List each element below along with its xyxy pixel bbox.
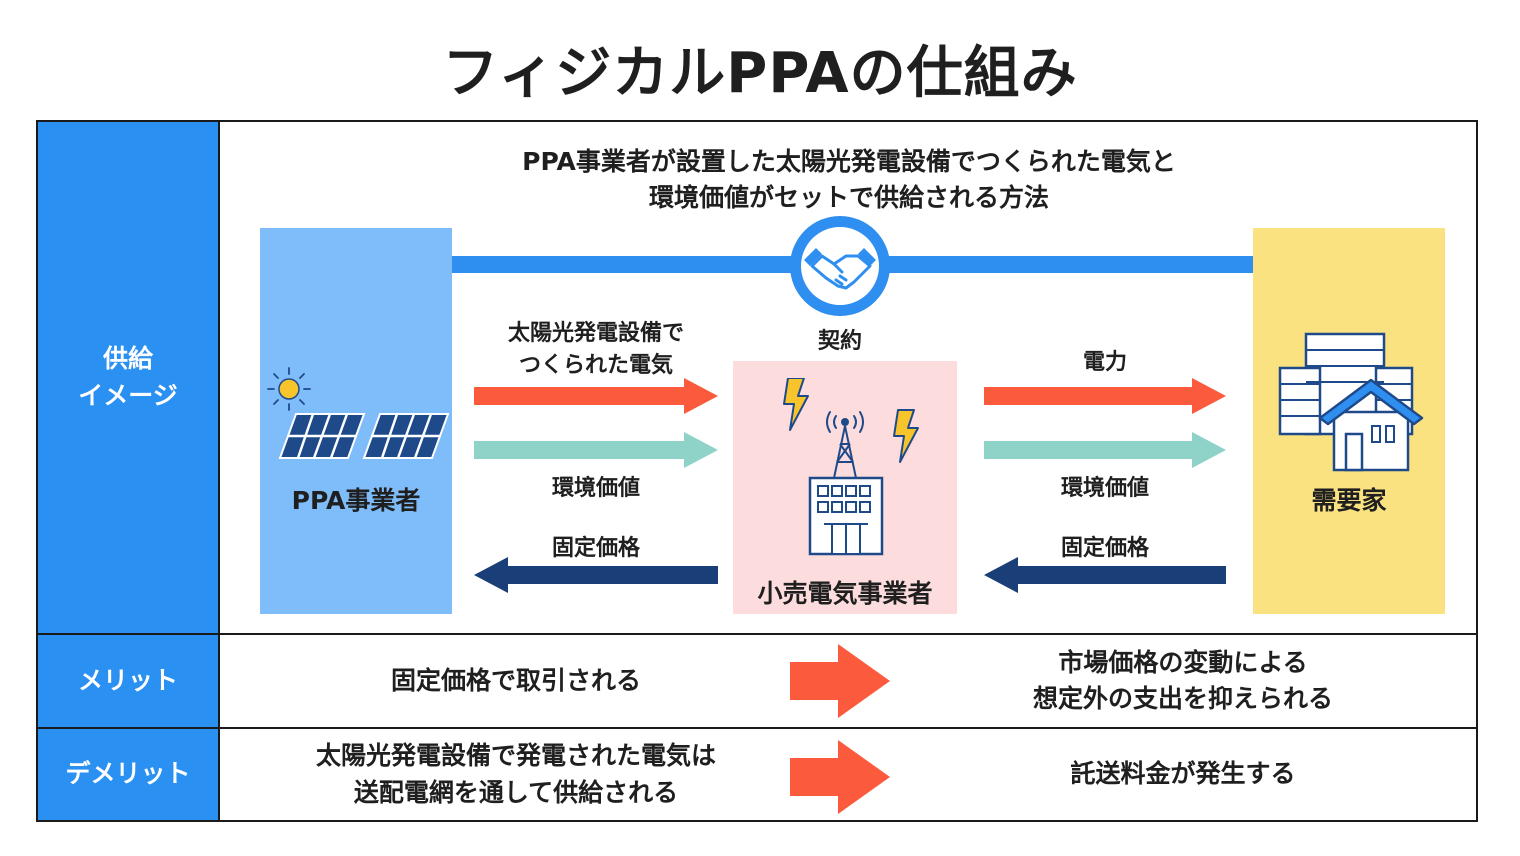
- table-frame: [36, 120, 1478, 822]
- left-env-value-label: 環境価値: [551, 476, 640, 501]
- left-electricity-label-line2: つくられた電気: [518, 352, 673, 378]
- ppa-operator-label: PPA事業者: [291, 486, 421, 515]
- left-electricity-arrow: [474, 378, 718, 414]
- merit-effect: 市場価格の変動による 想定外の支出を抑えられる: [890, 635, 1476, 727]
- right-electricity-label: 電力: [1082, 350, 1127, 375]
- left-electricity-label: 太陽光発電設備で つくられた電気: [474, 318, 718, 382]
- solar-panel-icon: [278, 412, 450, 460]
- demerit-cause-line2: 送配電網を通して供給される: [353, 777, 679, 807]
- row-header-supply-line1: 供給: [102, 344, 153, 374]
- left-electricity-label-line1: 太陽光発電設備で: [507, 321, 684, 346]
- row-divider: [38, 727, 1476, 729]
- right-env-value-label: 環境価値: [1060, 476, 1149, 501]
- right-electricity-arrow: [984, 378, 1226, 414]
- retail-building-icon: [780, 377, 920, 558]
- merit-effect-line2: 想定外の支出を抑えられる: [1032, 684, 1333, 713]
- row-header-merit: メリット: [38, 635, 218, 727]
- right-env-value-arrow: [984, 432, 1226, 468]
- arrow-right-icon: [790, 644, 890, 718]
- column-divider: [218, 122, 220, 820]
- supply-description-line2: 環境価値がセットで供給される方法: [648, 183, 1049, 213]
- row-header-supply: 供給 イメージ: [38, 122, 218, 633]
- demerit-cause: 太陽光発電設備で発電された電気は 送配電網を通して供給される: [222, 729, 810, 820]
- consumer-label: 需要家: [1311, 486, 1387, 515]
- lightning-icon: [783, 377, 919, 463]
- right-fixed-price-label: 固定価格: [1060, 536, 1149, 561]
- row-header-supply-line2: イメージ: [78, 380, 178, 410]
- demerit-cause-line1: 太陽光発電設備で発電された電気は: [315, 741, 716, 771]
- left-fixed-price-arrow: [474, 557, 718, 593]
- merit-effect-line1: 市場価格の変動による: [1058, 647, 1308, 677]
- retail-electricity-label: 小売電気事業者: [757, 579, 933, 608]
- supply-description: PPA事業者が設置した太陽光発電設備でつくられた電気と 環境価値がセットで供給さ…: [222, 144, 1476, 217]
- merit-cause: 固定価格で取引される: [390, 665, 641, 695]
- right-fixed-price-arrow: [984, 557, 1226, 593]
- row-divider: [38, 633, 1476, 635]
- row-header-demerit: デメリット: [38, 729, 218, 820]
- handshake-icon: [790, 216, 890, 316]
- contract-label: 契約: [817, 329, 862, 354]
- sun-icon: [266, 366, 312, 412]
- supply-description-line1: PPA事業者が設置した太陽光発電設備でつくられた電気と: [522, 147, 1176, 176]
- left-env-value-arrow: [474, 432, 718, 468]
- house-icon: [1318, 378, 1424, 472]
- demerit-effect: 託送料金が発生する: [1070, 759, 1296, 789]
- arrow-right-icon: [790, 740, 890, 814]
- left-fixed-price-label: 固定価格: [551, 536, 640, 561]
- consumer-building-icon: [1276, 330, 1426, 474]
- page-title: フィジカルPPAの仕組み: [442, 41, 1078, 106]
